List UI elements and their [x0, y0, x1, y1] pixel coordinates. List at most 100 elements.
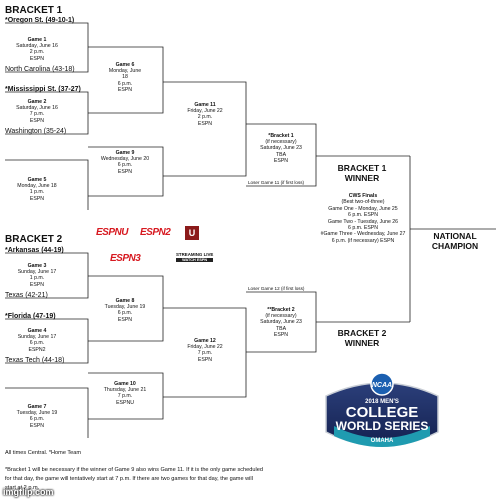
game-line: 2 p.m. — [29, 49, 45, 56]
game-line: TBA — [275, 151, 287, 158]
game-line: 7 p.m. — [197, 350, 213, 357]
game-title: Game 6 — [115, 62, 135, 68]
streaming-label: STREAMING LIVE — [176, 252, 214, 257]
game-line: Saturday, June 23 — [260, 319, 302, 326]
team-oregon-st: *Oregon St. (49-10-1) — [5, 17, 75, 24]
bracket1-winner-label: BRACKET 1 WINNER — [326, 163, 398, 183]
game-line: ESPN — [273, 157, 289, 164]
game-6: Game 6 Monday, June 18 6 p.m. ESPN — [90, 62, 160, 93]
game-title: Game 10 — [114, 381, 136, 387]
game-title: Game 5 — [27, 177, 47, 183]
game-line: Tuesday, June 19 — [16, 410, 58, 417]
game-5: Game 5 Monday, June 18 1 p.m. ESPN — [2, 177, 72, 202]
game-bracket1-if-necessary: *Bracket 1 (if necessary) Saturday, June… — [246, 133, 316, 164]
game-8: Game 8 Tuesday, June 19 6 p.m. ESPN — [90, 298, 160, 323]
line-g8 — [88, 275, 164, 342]
team-arkansas: *Arkansas (44-19) — [5, 247, 64, 254]
game-line: 2 p.m. — [197, 114, 213, 121]
game-line: ESPN — [29, 195, 45, 202]
line-g1 — [5, 22, 89, 73]
game-title: **Bracket 2 — [267, 307, 295, 313]
line-g12 — [163, 307, 247, 398]
game-line: TBA — [275, 325, 287, 332]
game-line: (if necessary) — [265, 313, 297, 320]
team-texas-tech: Texas Tech (44-18) — [5, 357, 65, 364]
loser-game-12-label: Loser Game 12 (if first loss) — [248, 286, 305, 291]
line-g10 — [88, 372, 164, 420]
game-bracket2-if-necessary: **Bracket 2 (if necessary) Saturday, Jun… — [246, 307, 316, 338]
logo-year-text: 2018 MEN'S — [365, 399, 399, 405]
line-b1-if — [246, 123, 317, 187]
game-line: ESPN — [117, 168, 133, 175]
finals-line: 6 p.m. (if necessary) ESPN — [331, 237, 395, 244]
game-line: ESPN — [29, 55, 45, 62]
bracket1-title: BRACKET 1 — [5, 5, 63, 16]
line-g11 — [163, 81, 247, 177]
game-line: Sunday, June 17 — [17, 269, 57, 276]
national-champion-label: NATIONAL CHAMPION — [414, 231, 496, 251]
game-title: Game 7 — [27, 404, 47, 410]
champion-line: CHAMPION — [431, 241, 479, 251]
game-12: Game 12 Friday, June 22 7 p.m. ESPN — [170, 338, 240, 363]
finals-line: 6 p.m. ESPN — [348, 212, 378, 219]
winner-line: BRACKET 1 — [337, 163, 387, 173]
line-g7 — [5, 387, 89, 438]
bracket2-winner-label: BRACKET 2 WINNER — [326, 328, 398, 348]
game-4: Game 4 Sunday, June 17 6 p.m. ESPN2 — [2, 328, 72, 353]
game-line: ESPN — [197, 356, 213, 363]
times-note: All times Central. *Home Team — [5, 450, 82, 456]
game-line: Wednesday, June 20 — [100, 156, 150, 163]
game-line: ESPN — [117, 86, 133, 93]
game-title: Game 9 — [115, 150, 135, 156]
game-line: Thursday, June 21 — [103, 387, 147, 394]
game-line: Tuesday, June 19 — [104, 304, 146, 311]
game-7: Game 7 Tuesday, June 19 6 p.m. ESPN — [2, 404, 72, 429]
game-line: ESPN — [273, 331, 289, 338]
game-title: Game 3 — [27, 263, 47, 269]
game-title: *Bracket 1 — [268, 133, 294, 139]
game-title: Game 4 — [27, 328, 47, 334]
game-2: Game 2 Saturday, June 16 7 p.m. ESPN — [2, 99, 72, 124]
footnote-line-1: *Bracket 1 will be necessary if the winn… — [5, 467, 263, 473]
game-line: 7 p.m. — [29, 111, 45, 118]
game-line: 6 p.m. — [117, 310, 133, 317]
game-line: 1 p.m. — [29, 189, 45, 196]
team-north-carolina: North Carolina (43-18) — [5, 66, 75, 73]
game-line: Friday, June 22 — [187, 344, 223, 351]
finals-line: Game One - Monday, June 25 — [328, 205, 398, 212]
game-line: 6 p.m. — [29, 340, 45, 347]
finals-line: Game Two - Tuesday, June 26 — [327, 218, 399, 225]
game-line: Saturday, June 16 — [16, 105, 58, 112]
line-g3 — [5, 252, 89, 299]
game-line: 6 p.m. — [29, 416, 45, 423]
game-line: 7 p.m. — [117, 393, 133, 400]
winner-line: WINNER — [344, 173, 380, 183]
line-g6 — [88, 46, 164, 114]
game-line: ESPN — [117, 316, 133, 323]
winner-line: BRACKET 2 — [337, 328, 387, 338]
finals-title: CWS Finals — [348, 193, 378, 199]
game-line: Monday, June 18 — [17, 183, 57, 190]
game-line: Saturday, June 16 — [16, 43, 58, 50]
ncaa-text: NCAA — [372, 382, 392, 389]
game-line: Monday, June — [108, 68, 142, 75]
streaming-live-badge: STREAMING LIVE WATCH ESPN — [176, 252, 214, 262]
loser-game-11-label: Loser Game 11 (if first loss) — [248, 180, 305, 185]
game-title: Game 12 — [194, 338, 216, 344]
game-line: 18 — [122, 74, 128, 81]
cws-logo: NCAA 2018 MEN'S COLLEGE WORLD SERIES OMA… — [325, 372, 439, 447]
game-11: Game 11 Friday, June 22 2 p.m. ESPN — [170, 102, 240, 127]
game-10: Game 10 Thursday, June 21 7 p.m. ESPNU — [90, 381, 160, 406]
game-line: Sunday, June 17 — [17, 334, 57, 341]
game-title: Game 8 — [115, 298, 135, 304]
game-line: ESPN2 — [28, 346, 46, 353]
team-texas: Texas (42-21) — [5, 292, 48, 299]
espnu-logo: ESPNU — [96, 227, 128, 238]
game-title: Game 1 — [27, 37, 47, 43]
logo-omaha-text: OMAHA — [371, 438, 394, 444]
game-line: ESPN — [29, 281, 45, 288]
line-g5 — [5, 159, 89, 210]
game-line: Friday, June 22 — [187, 108, 223, 115]
game-line: ESPN — [29, 422, 45, 429]
